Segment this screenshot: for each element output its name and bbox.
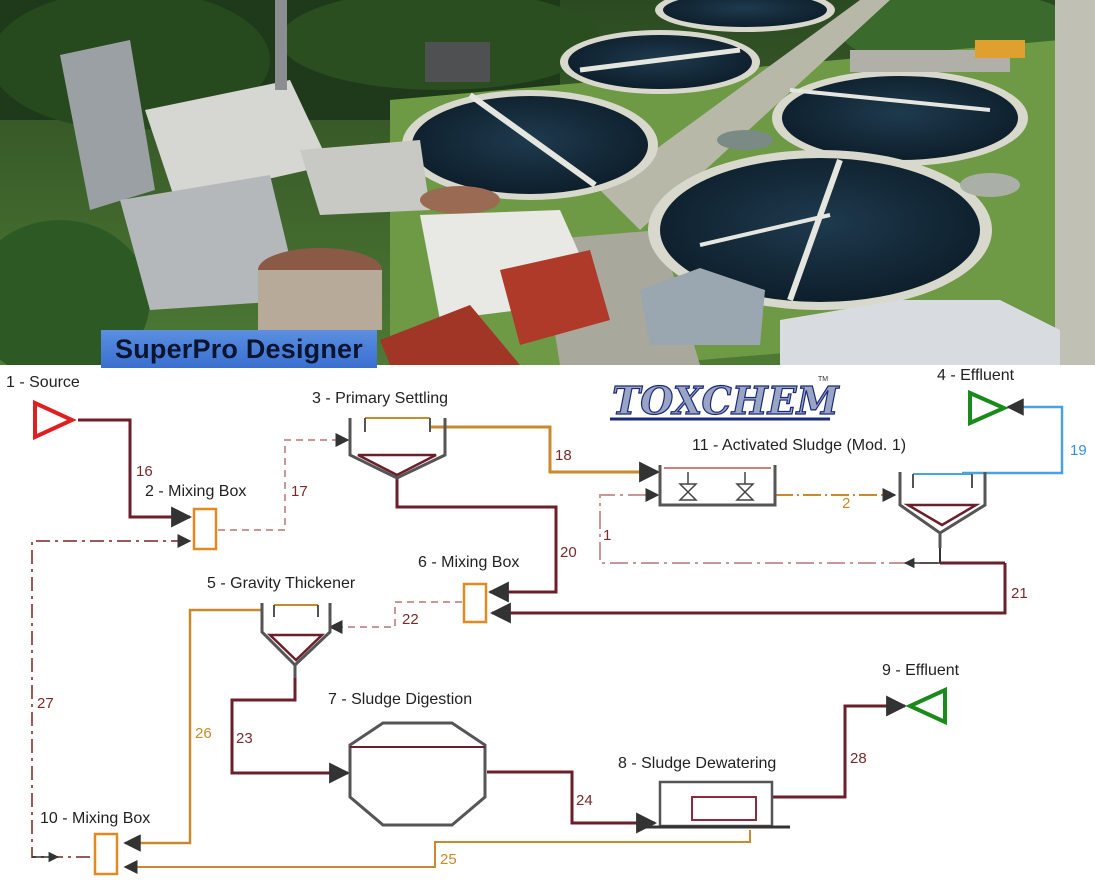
stream-28-label: 28 [850,750,867,767]
aerial-photo [0,0,1095,365]
stream-23-label: 23 [236,730,253,747]
label-mixing-box-10: 10 - Mixing Box [40,810,150,827]
effluent-4-symbol[interactable] [968,389,1009,427]
stream-28[interactable] [770,695,908,799]
stream-22[interactable] [328,601,462,634]
effluent-9-symbol[interactable] [905,686,947,726]
toxchem-logo-text: TOXCHEM [612,378,840,423]
stream-27-label: 27 [37,695,54,712]
source-1-symbol[interactable] [33,399,77,441]
stream-24-label: 24 [576,792,593,809]
label-mixing-box-2: 2 - Mixing Box [145,483,246,500]
label-effluent-4: 4 - Effluent [937,367,1015,384]
stream-26-label: 26 [195,725,212,742]
stream-17[interactable] [218,433,350,531]
stream-18-label: 18 [555,447,572,464]
trademark: TM [818,376,828,383]
stream-25-label: 25 [440,851,457,868]
road [600,0,890,230]
mixing-box-2[interactable] [192,507,218,551]
stream-21-label: 21 [1011,585,1028,602]
plant-building [60,40,155,210]
label-sludge-dewatering-8: 8 - Sludge Dewatering [618,755,776,772]
trees-left [0,220,150,365]
stream-20[interactable] [395,478,558,603]
stream-27[interactable] [31,534,192,858]
activated-sludge-11[interactable] [658,465,777,507]
label-activated-sludge-11: 11 - Activated Sludge (Mod. 1) [692,437,906,454]
superpro-logo-text: SuperPro Designer [115,333,363,364]
label-gravity-thickener-5: 5 - Gravity Thickener [207,575,356,592]
secondary-clarifier[interactable] [898,472,987,548]
sludge-digestion-7[interactable] [348,721,487,827]
process-flow-diagram: TOXCHEM TM [6,367,1087,876]
red-roof-building [500,250,610,345]
gravity-thickener-5[interactable] [260,603,332,678]
stream-1-label: 1 [603,527,611,544]
stream-1[interactable] [599,488,938,564]
label-effluent-9: 9 - Effluent [882,662,960,679]
stream-24[interactable] [487,770,658,834]
primary-settling-3[interactable] [348,417,447,480]
label-sludge-digestion-7: 7 - Sludge Digestion [328,691,472,708]
stream-16-label: 16 [136,463,153,480]
sludge-dewatering-8[interactable] [645,780,790,829]
plant-building [145,80,330,200]
stream-20-label: 20 [560,544,577,561]
stream-17-label: 17 [291,483,308,500]
stream-2-label: 2 [842,495,850,512]
round-building [640,268,765,345]
stream-22-label: 22 [402,611,419,628]
stream-18[interactable] [430,425,661,483]
stream-19-label: 19 [1070,442,1087,459]
label-primary-settling-3: 3 - Primary Settling [312,390,448,407]
stream-16[interactable] [78,418,193,528]
stream-25[interactable] [123,830,751,874]
mixing-box-6[interactable] [462,582,488,624]
stream-21[interactable] [489,563,1007,624]
stream-23[interactable] [230,676,351,784]
toxchem-logo: TOXCHEM TM [600,374,840,424]
superpro-banner: SuperPro Designer [101,330,377,368]
label-mixing-box-6: 6 - Mixing Box [418,554,519,571]
stream-26[interactable] [123,608,262,852]
label-source-1: 1 - Source [6,374,80,391]
stream-19[interactable] [962,398,1064,475]
mixing-box-10[interactable] [93,832,119,876]
